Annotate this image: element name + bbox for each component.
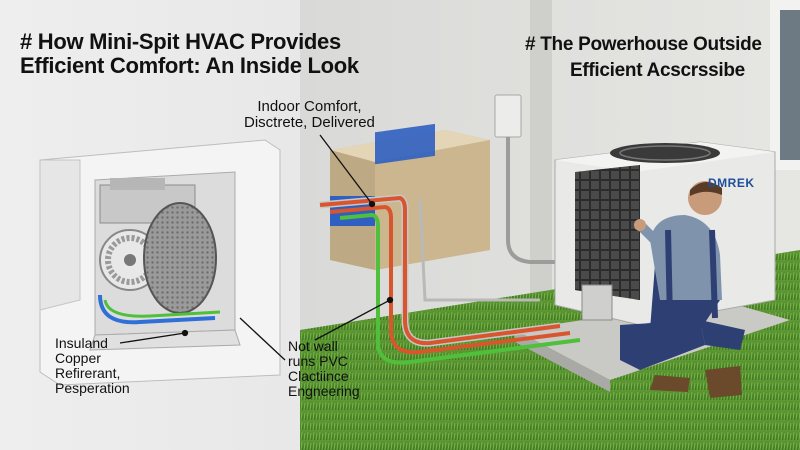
indoor-unit [39, 139, 281, 386]
caption-insulation: Insuland Copper Refirerant, Pesperation [55, 336, 130, 396]
caption-insulation-line4: Pesperation [55, 380, 130, 396]
boot-left [650, 375, 690, 392]
coil-filter [143, 202, 217, 314]
caption-wall: Not wall runs PVC Clactiince Engneering [288, 339, 360, 399]
title-right-line1: # The Powerhouse Outside [525, 34, 762, 55]
title-left-line2: Efficient Comfort: An Inside Look [20, 53, 359, 78]
caption-insulation-line3: Refirerant, [55, 365, 121, 381]
disconnect-box [494, 94, 522, 138]
caption-insulation-line1: Insuland [55, 335, 108, 351]
caption-wall-line3: Clactiince [288, 368, 349, 384]
refrigerant-lines [319, 194, 581, 365]
caption-wall-line2: runs PVC [288, 353, 348, 369]
caption-indoor-line1: Indoor Comfort, [257, 98, 362, 115]
brand-logo: DMREK [708, 176, 755, 190]
technician [620, 181, 745, 398]
caption-wall-line1: Not wall [288, 338, 338, 354]
callout-lines [119, 134, 394, 361]
caption-insulation-line2: Copper [55, 350, 101, 366]
page-title-right: # The Powerhouse Outside Efficient Acscr… [525, 32, 762, 84]
caption-wall-line4: Engneering [288, 383, 360, 399]
title-left-line1: # How Mini-Spit HVAC Provides [20, 29, 341, 54]
caption-indoor: Indoor Comfort, Disctrete, Delivered [244, 99, 375, 131]
boot-right [705, 366, 742, 398]
title-right-line2: Efficient Acscrssibe [570, 60, 745, 81]
page-title-left: # How Mini-Spit HVAC Provides Efficient … [20, 30, 359, 78]
caption-indoor-line2: Disctrete, Delivered [244, 114, 375, 131]
